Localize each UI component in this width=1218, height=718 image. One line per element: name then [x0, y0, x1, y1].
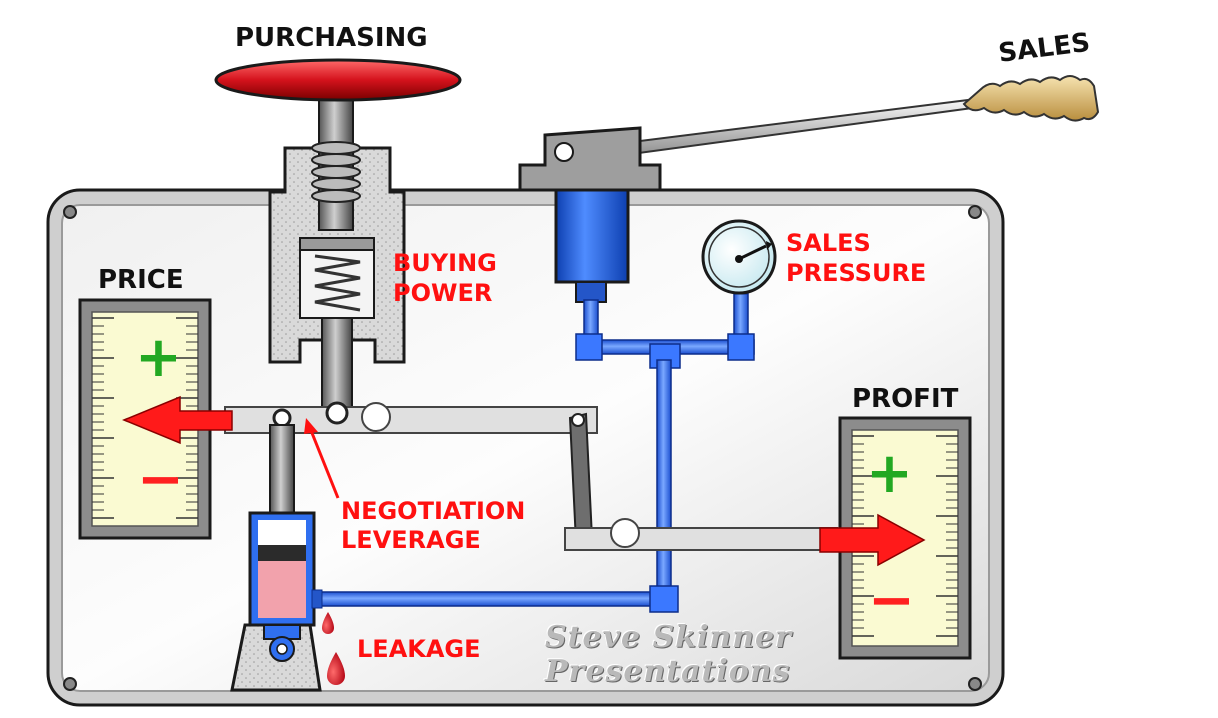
price-gauge — [78, 298, 233, 540]
panel-bolt — [968, 677, 982, 691]
sales-cylinder — [554, 188, 630, 284]
price-arrow — [122, 395, 233, 445]
purchasing-valve — [214, 58, 462, 411]
profit-minus-sign: − — [868, 568, 915, 633]
gauge-needle — [738, 244, 767, 261]
leakage-link-pin — [272, 408, 292, 428]
sales-pressure-label-line1: SALES — [786, 229, 871, 257]
fluid-chamber — [258, 561, 306, 618]
buying-power-label-line2: POWER — [393, 279, 493, 307]
negotiation-pointer-arrow — [304, 418, 340, 499]
price-minus-sign: − — [137, 447, 184, 512]
negotiation-label-line2: LEVERAGE — [341, 526, 481, 554]
watermark-line1: Steve Skinner — [545, 620, 792, 655]
sales-pressure-label-line2: PRESSURE — [786, 259, 927, 287]
fulcrum-pin — [361, 402, 391, 432]
pivot-pin — [554, 142, 574, 162]
purchasing-link-pin — [325, 401, 349, 425]
negotiation-label-line1: NEGOTIATION — [341, 497, 526, 525]
lower-lever-bar — [564, 527, 838, 551]
profit-plus-sign: + — [866, 441, 913, 506]
piston-plate — [299, 237, 375, 251]
spring-icon — [314, 254, 361, 312]
leakage-label: LEAKAGE — [357, 635, 481, 663]
price-label: PRICE — [98, 265, 184, 295]
leak-drop-icon — [322, 612, 334, 634]
leak-drop-icon — [327, 652, 345, 685]
fulcrum-pin — [610, 518, 640, 548]
watermark-line2: Presentations — [545, 654, 791, 689]
sales-pump — [518, 75, 1100, 303]
lever-linkage — [224, 401, 838, 551]
sales-lever-handle[interactable] — [962, 75, 1100, 122]
purchasing-label: PURCHASING — [235, 23, 428, 53]
panel-bolt — [63, 677, 77, 691]
panel-bolt — [968, 205, 982, 219]
profit-label: PROFIT — [852, 384, 959, 414]
thread-coils — [311, 141, 361, 203]
leakage-cylinder — [230, 424, 345, 692]
buying-power-label-line1: BUYING — [393, 249, 497, 277]
profit-gauge — [819, 416, 972, 660]
profit-arrow — [819, 513, 926, 567]
sales-pressure-gauge — [701, 219, 777, 295]
price-plus-sign: + — [135, 325, 182, 390]
panel-bolt — [63, 205, 77, 219]
piston-head — [258, 545, 306, 561]
purchasing-handwheel[interactable] — [214, 58, 462, 102]
profit-scale-ticks — [852, 435, 958, 637]
sales-lever-rod — [598, 94, 1004, 160]
